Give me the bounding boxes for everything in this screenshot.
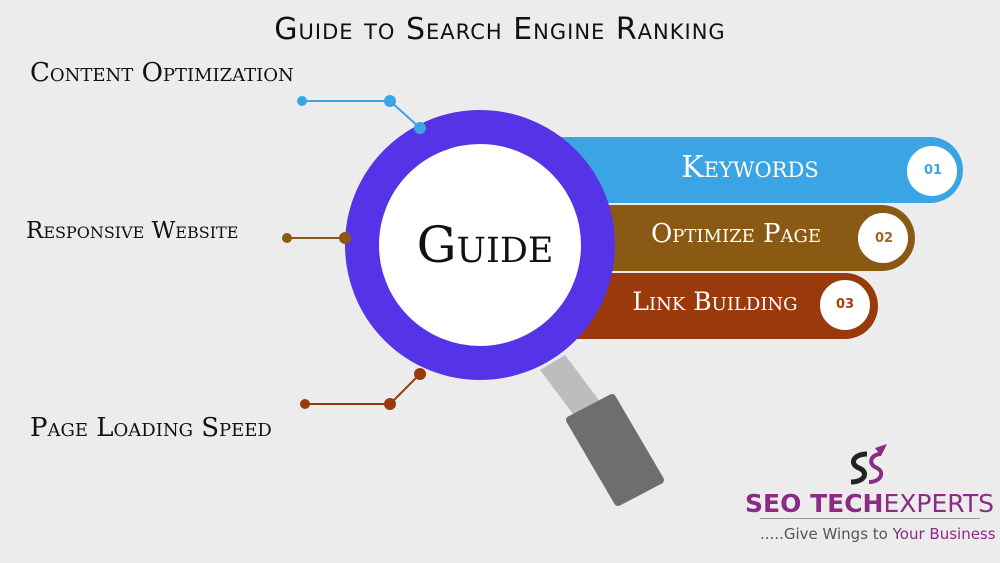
logo-divider bbox=[760, 518, 980, 519]
bar-number-01: 01 bbox=[923, 163, 943, 178]
label-content-optimization: Content Optimization bbox=[30, 58, 294, 88]
bar-label-link-building: Link Building bbox=[632, 287, 798, 316]
page-title: Guide to Search Engine Ranking bbox=[274, 12, 726, 47]
number-badge-02 bbox=[854, 209, 912, 267]
bar-keywords bbox=[560, 137, 963, 203]
logo-tagline-a: .....Give Wings to bbox=[760, 525, 893, 543]
bar-number-02: 02 bbox=[874, 231, 894, 246]
bar-optimize-page bbox=[580, 205, 915, 271]
logo-experts: EXPERTS bbox=[883, 489, 994, 518]
bar-number-03: 03 bbox=[835, 297, 855, 312]
logo-tech: TECH bbox=[810, 489, 884, 518]
label-responsive-website: Responsive Website bbox=[26, 218, 239, 244]
logo-mark-icon bbox=[850, 444, 887, 485]
logo-seo: SEO bbox=[745, 489, 802, 518]
connector-responsive bbox=[282, 232, 351, 244]
bar-link-building bbox=[570, 273, 878, 339]
bar-label-keywords: Keywords bbox=[681, 150, 819, 185]
number-badge-03 bbox=[816, 276, 874, 334]
magnifier-lens-ring bbox=[345, 110, 615, 380]
magnifier-handle bbox=[540, 355, 664, 506]
connector-speed bbox=[300, 368, 426, 410]
connector-content bbox=[297, 95, 426, 134]
number-badge-01 bbox=[903, 142, 961, 200]
logo-tagline-b: Your Business bbox=[892, 525, 996, 543]
logo-brand-name: SEO TECHEXPERTS bbox=[745, 489, 994, 518]
bar-label-optimize-page: Optimize Page bbox=[650, 219, 821, 249]
logo-tagline: .....Give Wings to Your Business bbox=[760, 525, 996, 543]
center-word: Guide bbox=[416, 216, 554, 274]
label-page-loading-speed: Page Loading Speed bbox=[30, 413, 272, 443]
